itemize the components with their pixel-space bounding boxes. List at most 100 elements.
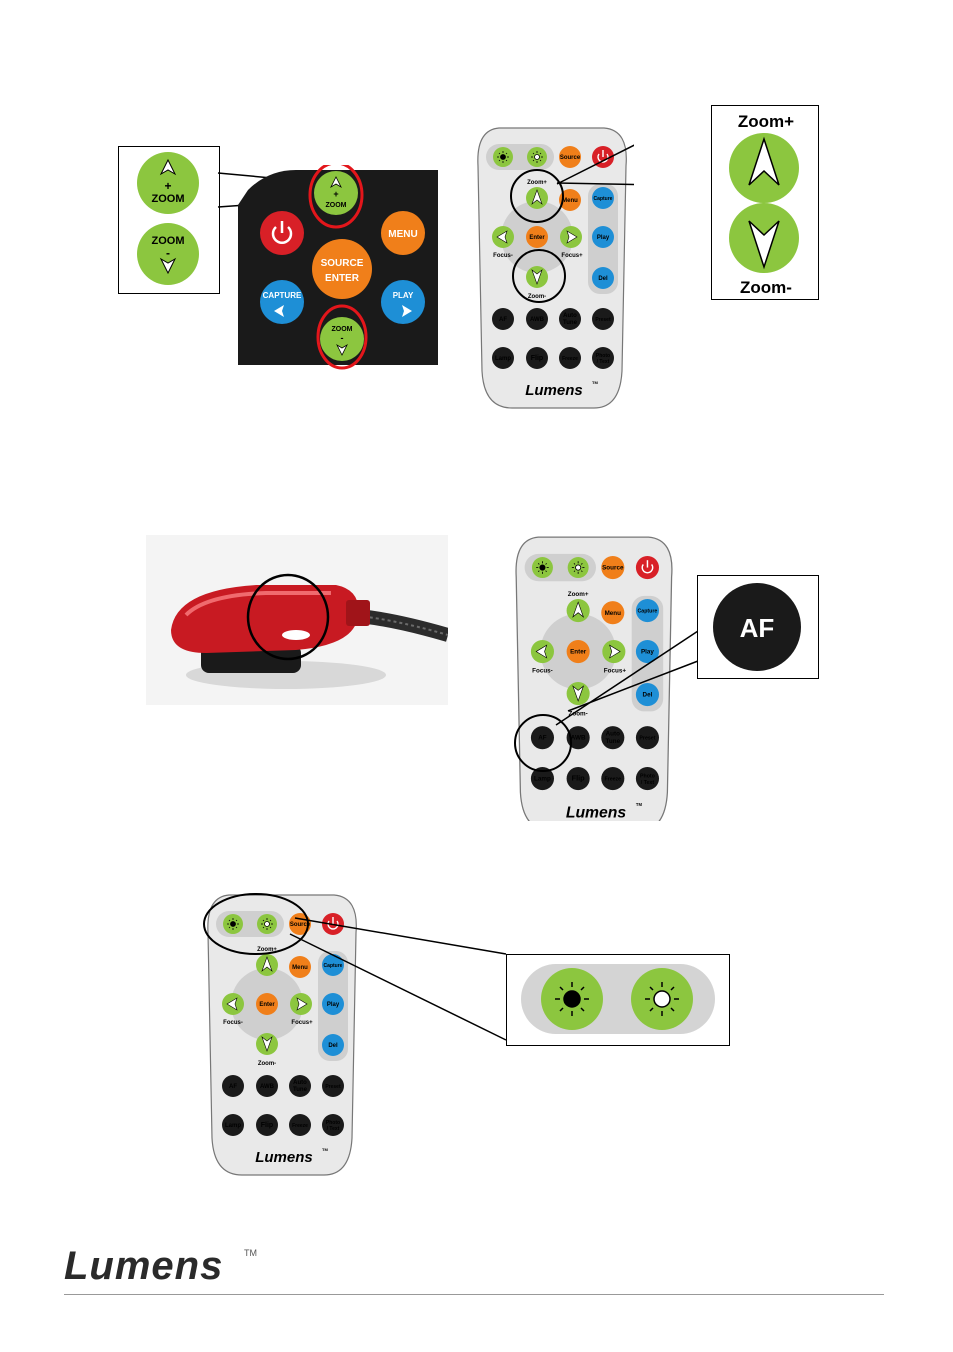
zoom-callout-graphic: + ZOOM ZOOM - xyxy=(137,152,199,285)
focus-plus-label: Focus+ xyxy=(604,668,627,675)
up-arrow-icon xyxy=(159,158,177,176)
preset-button[interactable] xyxy=(635,726,659,750)
af-button-highlight-ring xyxy=(246,573,330,661)
panel-zoom-minus-button[interactable] xyxy=(320,317,364,361)
menu-button[interactable] xyxy=(601,601,625,625)
zoom-minus-button[interactable] xyxy=(137,223,199,285)
lamp-label: Lamp xyxy=(534,776,551,783)
del-button[interactable] xyxy=(322,1034,344,1056)
af-callout-graphic: AF xyxy=(713,583,801,671)
zoom-minus-highlight-ring xyxy=(316,304,368,370)
freeze-button[interactable] xyxy=(601,767,625,791)
af-button[interactable] xyxy=(222,1075,244,1097)
source-button[interactable] xyxy=(559,146,581,168)
awb-button[interactable] xyxy=(566,726,590,750)
play-button[interactable] xyxy=(322,993,344,1015)
tune-label: Tune xyxy=(606,738,621,745)
left-arrow-icon xyxy=(496,230,508,244)
zoom-plus-callout-label: Zoom+ xyxy=(738,112,794,131)
enter-button[interactable] xyxy=(566,640,590,664)
lamp-button[interactable] xyxy=(222,1114,244,1136)
auto-tune-button[interactable] xyxy=(601,726,625,750)
photo-text-button[interactable] xyxy=(635,767,659,791)
preset-button[interactable] xyxy=(592,308,614,330)
panel-up-arrow-icon xyxy=(330,176,342,189)
panel-zoom-plus-label: ZOOM xyxy=(326,202,347,209)
panel-zoom-plus-button[interactable] xyxy=(314,171,358,215)
zoom-plus-button[interactable] xyxy=(137,152,199,214)
photo-text-button[interactable] xyxy=(592,347,614,369)
del-button[interactable] xyxy=(635,683,659,707)
play-button[interactable] xyxy=(592,226,614,248)
tune-label: Tune xyxy=(293,1087,308,1093)
focus-plus-label: Focus+ xyxy=(291,1020,313,1026)
af-callout-button[interactable] xyxy=(713,583,801,671)
del-label: Del xyxy=(328,1043,338,1049)
down-arrow-icon xyxy=(572,685,585,702)
zoom-plus-label: Zoom+ xyxy=(568,591,589,598)
awb-button[interactable] xyxy=(526,308,548,330)
af-callout-label: AF xyxy=(740,613,775,643)
capture-button[interactable] xyxy=(635,599,659,623)
focus-minus-label: Focus- xyxy=(223,1020,243,1026)
af-label: AF xyxy=(229,1084,237,1090)
auto-tune-button[interactable] xyxy=(559,308,581,330)
left-arrow-icon xyxy=(274,305,284,317)
remote-1-highlights xyxy=(510,144,634,303)
flip-label: Flip xyxy=(572,774,586,783)
awb-label: AWB xyxy=(260,1084,275,1090)
source-button[interactable] xyxy=(601,556,625,580)
footer-divider xyxy=(64,1294,884,1295)
left-arrow-icon xyxy=(226,997,238,1011)
text-label: / Text xyxy=(327,1126,340,1132)
text-label: / Text xyxy=(597,359,610,365)
bright-sun-icon xyxy=(645,982,679,1016)
tune-label: Tune xyxy=(563,320,578,326)
freeze-button[interactable] xyxy=(559,347,581,369)
source-button[interactable] xyxy=(289,913,311,935)
panel-down-arrow-icon xyxy=(336,343,348,356)
panel-capture-button[interactable] xyxy=(260,280,304,324)
del-label: Del xyxy=(598,276,608,282)
right-arrow-icon xyxy=(566,230,578,244)
panel-play-button[interactable] xyxy=(381,280,425,324)
photo-label: Photo xyxy=(640,774,655,780)
af-button[interactable] xyxy=(530,726,554,750)
freeze-button[interactable] xyxy=(289,1114,311,1136)
remote-2-highlights xyxy=(514,630,699,772)
panel-source-enter-button[interactable] xyxy=(312,239,372,299)
menu-label: Menu xyxy=(562,198,578,204)
awb-button[interactable] xyxy=(256,1075,278,1097)
capture-button[interactable] xyxy=(592,187,614,209)
flip-button[interactable] xyxy=(566,767,590,791)
panel-zoom-minus-symbol: - xyxy=(341,333,344,343)
down-arrow-icon xyxy=(261,1036,273,1052)
af-button[interactable] xyxy=(492,308,514,330)
enter-label: Enter xyxy=(529,235,545,241)
af-label: AF xyxy=(499,317,507,323)
preset-button[interactable] xyxy=(322,1075,344,1097)
panel-menu-button[interactable] xyxy=(381,211,425,255)
text-label: / Text xyxy=(641,780,655,786)
menu-button[interactable] xyxy=(559,189,581,211)
zoom-remote-callout-graphic: Zoom+ Zoom- xyxy=(729,112,799,297)
auto-tune-button[interactable] xyxy=(289,1075,311,1097)
capture-button[interactable] xyxy=(322,954,344,976)
lamp-button[interactable] xyxy=(492,347,514,369)
enter-button[interactable] xyxy=(256,993,278,1015)
enter-button[interactable] xyxy=(526,226,548,248)
photo-text-button[interactable] xyxy=(322,1114,344,1136)
menu-button[interactable] xyxy=(289,956,311,978)
footer-trademark: TM xyxy=(244,1248,257,1258)
preset-label: Preset xyxy=(595,317,611,323)
af-label: AF xyxy=(538,735,547,742)
flip-button[interactable] xyxy=(526,347,548,369)
flip-button[interactable] xyxy=(256,1114,278,1136)
play-button[interactable] xyxy=(635,640,659,664)
auto-label: Auto xyxy=(606,731,620,738)
del-button[interactable] xyxy=(592,267,614,289)
lamp-button[interactable] xyxy=(530,767,554,791)
awb-label: AWB xyxy=(571,735,586,742)
